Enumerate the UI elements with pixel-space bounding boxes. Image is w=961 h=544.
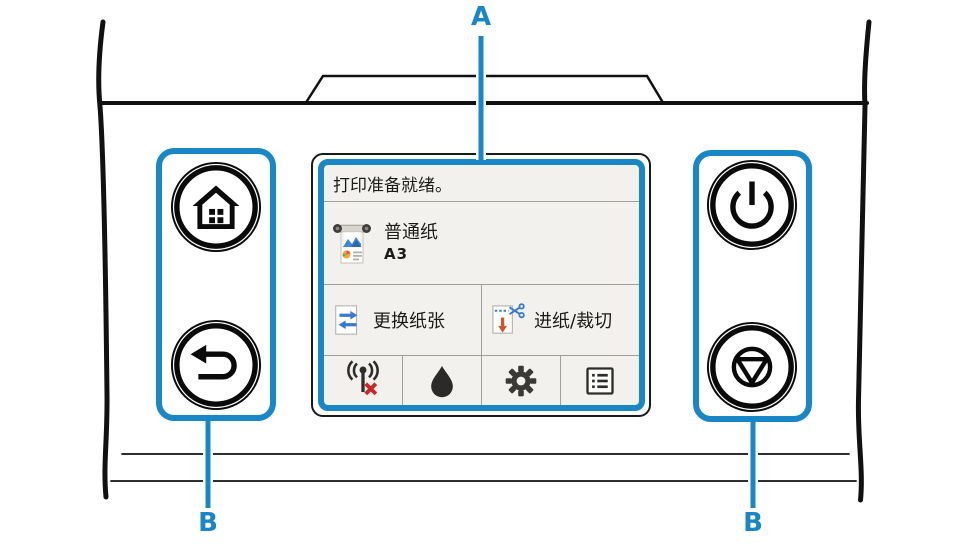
- feed-cut-button[interactable]: 进纸/裁切: [481, 285, 639, 355]
- replace-paper-label: 更换纸张: [373, 311, 445, 332]
- home-icon: [192, 185, 240, 230]
- replace-paper-icon: [335, 305, 358, 335]
- feed-cut-label: 进纸/裁切: [534, 311, 613, 332]
- callout-label-b-right: B: [743, 508, 763, 538]
- back-button[interactable]: [169, 318, 263, 412]
- action-buttons-row: 更换纸张 进纸/裁切: [324, 285, 639, 356]
- power-icon: [730, 181, 774, 229]
- menu-button[interactable]: [560, 356, 639, 405]
- touch-screen[interactable]: 打印准备就绪。 普通纸 A3: [318, 159, 645, 411]
- callout-label-a: A: [470, 2, 492, 32]
- back-arrow-icon: [190, 344, 237, 380]
- feed-cut-icon: [492, 302, 525, 334]
- settings-button[interactable]: [481, 356, 560, 405]
- right-button-group-frame: [693, 150, 812, 422]
- roll-paper-icon: [333, 224, 371, 264]
- paper-size-label: A3: [384, 245, 409, 264]
- left-button-group-frame: [156, 148, 276, 421]
- home-button[interactable]: [169, 160, 263, 254]
- toolbar-row: [324, 356, 639, 405]
- replace-paper-button[interactable]: 更换纸张: [324, 285, 481, 355]
- callout-label-b-left: B: [198, 508, 218, 538]
- stop-button[interactable]: [705, 320, 799, 414]
- wifi-disabled-icon: [347, 359, 379, 395]
- ink-info-button[interactable]: [402, 356, 481, 405]
- stop-icon: [731, 346, 773, 388]
- settings-gear-icon: [505, 365, 537, 396]
- network-status-button[interactable]: [324, 356, 402, 405]
- paper-info-button[interactable]: 普通纸 A3: [324, 202, 639, 285]
- menu-list-icon: [586, 366, 614, 395]
- status-text: 打印准备就绪。: [333, 175, 452, 196]
- ink-level-icon: [431, 365, 453, 397]
- paper-type-label: 普通纸: [384, 221, 438, 243]
- status-bar: 打印准备就绪。: [324, 165, 639, 202]
- power-button[interactable]: [705, 158, 799, 252]
